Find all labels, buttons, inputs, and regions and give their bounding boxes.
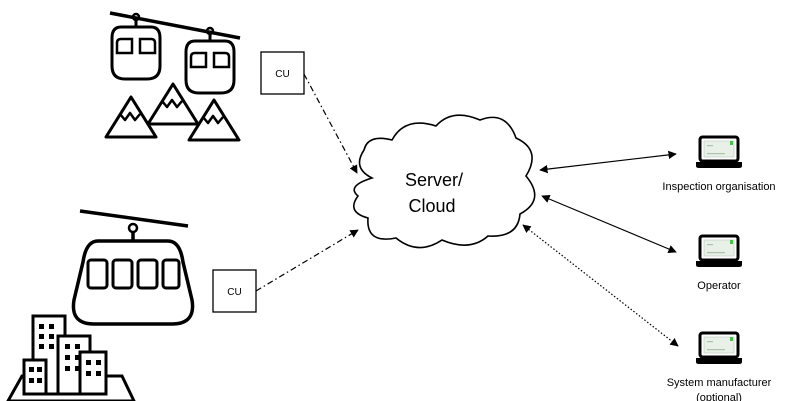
server-cloud: Server/ Cloud (352, 114, 536, 249)
stakeholder-label: Operator (697, 280, 741, 292)
stakeholder-manufacturer: System manufacturer (optional) (667, 331, 772, 401)
link-server-manufacturer (522, 224, 679, 347)
stakeholder-label: Inspection organisation (662, 181, 775, 193)
server-label: Cloud (408, 196, 455, 216)
laptop-icon (694, 331, 744, 366)
laptop-icon (694, 234, 744, 269)
cloud-icon (352, 114, 536, 249)
link-cu-bottom-to-server (255, 229, 359, 292)
stakeholder-inspection: Inspection organisation (662, 135, 776, 193)
cable-line-icon (79, 209, 189, 228)
mountain-icon (104, 95, 158, 139)
gondola-cabin-icon (184, 26, 236, 95)
server-label: Server/ (405, 170, 463, 190)
gondola-cabin-icon (110, 12, 162, 81)
link-server-inspection (539, 150, 677, 174)
stakeholder-operator: Operator (694, 234, 744, 292)
control-unit-label: CU (227, 287, 241, 298)
link-cu-top-to-server (303, 73, 358, 174)
control-unit-top: CU (260, 51, 305, 95)
control-unit-bottom: CU (212, 269, 257, 313)
stakeholder-label-optional: (optional) (696, 392, 742, 401)
control-unit-label: CU (275, 69, 289, 80)
laptop-icon (694, 135, 744, 170)
city-buildings-icon (6, 314, 136, 401)
mountain-gondola (104, 11, 241, 142)
urban-gondola (6, 209, 195, 401)
stakeholder-label: System manufacturer (667, 377, 772, 389)
cable-line-icon (109, 11, 241, 40)
link-server-operator (541, 195, 677, 253)
gondola-cabin-icon (71, 222, 195, 326)
